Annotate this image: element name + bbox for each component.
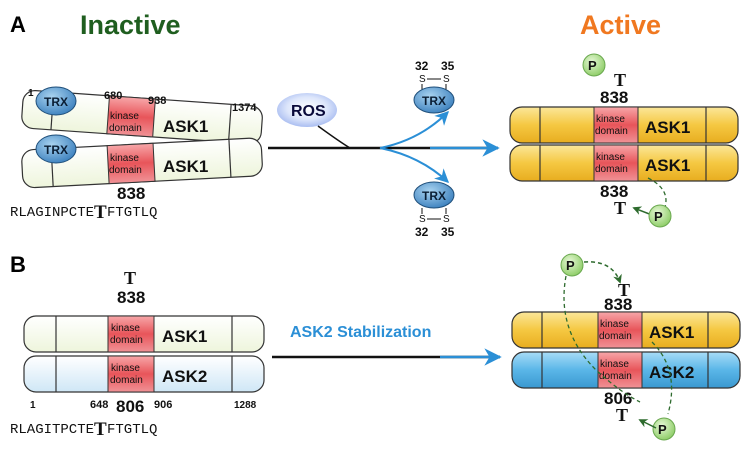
domain-label: domain	[110, 375, 143, 386]
phosphate-label: P	[654, 209, 663, 224]
ask1-label: ASK1	[645, 156, 690, 175]
trx-bound-lower: TRX	[35, 134, 77, 164]
position-kinase-end: 906	[154, 399, 172, 411]
domain-label: domain	[109, 165, 142, 176]
sequence-right: FTGTLQ	[107, 205, 157, 221]
domain-label: domain	[595, 164, 628, 175]
threonine-position: 838	[117, 184, 145, 203]
domain-label: domain	[595, 126, 628, 137]
domain-label: domain	[109, 123, 142, 134]
sulfur-label: S	[419, 74, 426, 85]
ask2-label: ASK2	[649, 363, 694, 382]
phosphate-label: P	[658, 422, 667, 437]
sulfur-label: S	[443, 214, 450, 225]
inactive-ask2-b: kinase domain ASK2	[23, 355, 265, 393]
position-kinase-end: 938	[148, 95, 166, 107]
position-start: 1	[30, 400, 36, 411]
trx-oxidized-lower: TRX S S 32 35	[413, 181, 455, 239]
inactive-title: Inactive	[80, 10, 181, 40]
threonine: T	[616, 405, 628, 425]
position-end: 1288	[234, 400, 257, 411]
ask1-label: ASK1	[645, 118, 690, 137]
kinase-domain	[106, 95, 156, 138]
kinase-domain	[106, 142, 156, 185]
threonine-position: 838	[600, 182, 628, 201]
ask1-label: ASK1	[162, 327, 207, 346]
threonine-position-ask1: 838	[117, 288, 145, 307]
sequence-threonine: T	[94, 419, 107, 440]
phosphate-upper-b: P	[560, 253, 584, 277]
threonine: T	[614, 70, 626, 90]
cys-32-label: 32	[415, 225, 429, 239]
cys-35-label: 35	[441, 225, 455, 239]
sequence-left: RLAGINPCTE	[10, 205, 94, 221]
threonine: T	[124, 268, 136, 288]
kinase-label: kinase	[111, 363, 140, 374]
trx-release-arrow-down	[379, 147, 450, 183]
panel-b-label: B	[10, 252, 26, 277]
kinase-label: kinase	[110, 111, 139, 122]
phosphate-upper: P	[582, 53, 606, 77]
trx-label: TRX	[422, 94, 446, 108]
ros-label: ROS	[291, 103, 326, 120]
kinase-label: kinase	[111, 323, 140, 334]
inactive-ask1-upper	[21, 90, 263, 145]
ros-line	[317, 125, 351, 149]
phosphate-lower: P	[648, 204, 672, 228]
sequence-threonine: T	[94, 202, 107, 223]
threonine: T	[618, 280, 630, 300]
active-title: Active	[580, 10, 661, 40]
position-kinase-start: 648	[90, 399, 108, 411]
kinase-label: kinase	[600, 359, 629, 370]
phosphate-lower-b: P	[652, 417, 676, 441]
threonine: T	[614, 198, 626, 218]
threonine-position-ask2: 806	[116, 397, 144, 416]
active-ask1-b: kinase domain ASK1	[511, 311, 741, 349]
stabilization-label: ASK2 Stabilization	[290, 324, 431, 341]
phosphate-label: P	[588, 58, 597, 73]
trx-label: TRX	[422, 189, 446, 203]
trx-label: TRX	[44, 143, 68, 157]
ask2-label: ASK2	[162, 367, 207, 386]
phospho-arrow	[638, 419, 657, 429]
sequence-left: RLAGITPCTE	[10, 422, 94, 438]
trx-bound-upper: TRX	[35, 86, 77, 116]
phospho-transfer-arrow-upper	[583, 261, 622, 284]
threonine-position-ask1: 838	[604, 295, 632, 314]
sulfur-label: S	[419, 214, 426, 225]
kinase-label: kinase	[110, 153, 139, 164]
trx-release-arrow-up	[379, 111, 449, 149]
cys-35-label: 35	[441, 59, 455, 73]
ask1-label: ASK1	[649, 323, 694, 342]
trx-oxidized-upper: 32 35 S S TRX	[413, 59, 455, 114]
inactive-ask1-lower	[21, 137, 263, 189]
domain-label: domain	[110, 335, 143, 346]
position-end: 1374	[232, 102, 257, 114]
domain-label: domain	[599, 371, 632, 382]
ros-cloud: ROS	[277, 93, 337, 127]
trx-label: TRX	[44, 95, 68, 109]
position-start: 1	[28, 88, 34, 99]
kinase-label: kinase	[600, 319, 629, 330]
inactive-ask1-b: kinase domain ASK1	[23, 315, 265, 353]
sulfur-label: S	[443, 74, 450, 85]
ask1-label: ASK1	[163, 157, 208, 176]
domain-label: domain	[599, 331, 632, 342]
phosphate-label: P	[566, 258, 575, 273]
active-ask2-b: kinase domain ASK2	[511, 351, 741, 389]
phospho-transfer-curve-right	[651, 341, 673, 415]
active-ask1-lower: kinase domain ASK1	[509, 144, 739, 182]
sequence-right: FTGTLQ	[107, 422, 157, 438]
ask1-label: ASK1	[163, 117, 208, 136]
cys-32-label: 32	[415, 59, 429, 73]
panel-a-label: A	[10, 12, 26, 37]
kinase-label: kinase	[596, 152, 625, 163]
position-kinase-start: 680	[104, 90, 122, 102]
active-ask1-upper: kinase domain ASK1	[509, 106, 739, 144]
phospho-transfer-curve	[563, 275, 641, 403]
threonine-position: 838	[600, 88, 628, 107]
kinase-label: kinase	[596, 114, 625, 125]
